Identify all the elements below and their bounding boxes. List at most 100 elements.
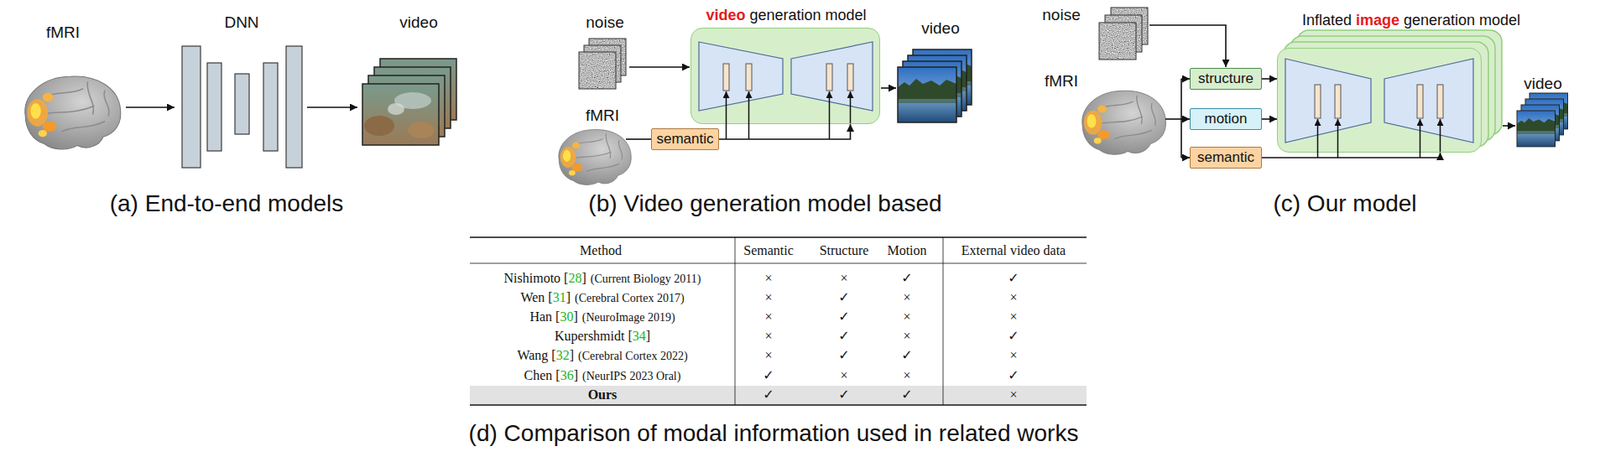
table-mark: × [902, 308, 911, 326]
input-label: noise [1042, 5, 1080, 25]
arrow [125, 106, 175, 109]
table-mark: × [902, 328, 911, 345]
table-header: Motion [886, 242, 927, 260]
reference-number: 28 [568, 271, 582, 286]
reference-number: 36 [560, 368, 574, 383]
box-label: semantic [1197, 149, 1255, 167]
table-mark: × [764, 328, 772, 345]
arrow [625, 138, 652, 141]
box-label: motion [1203, 110, 1247, 128]
table-mark: ✓ [838, 386, 850, 404]
box-label: structure [1198, 70, 1254, 88]
attention-layer [1437, 84, 1444, 119]
brain-a [25, 76, 121, 150]
condition-arrow [1439, 119, 1442, 152]
brain-a [25, 76, 121, 150]
condition-arrow [1337, 119, 1340, 158]
method-name: ] [569, 348, 574, 363]
table-mark: ✓ [901, 270, 913, 287]
output-label: video [399, 13, 438, 32]
method-name: Wen [ [520, 290, 553, 305]
method-cell: Ours [469, 385, 735, 405]
method-name: Nishimoto [ [504, 271, 569, 286]
subfigure-caption: (b) Video generation model based [588, 190, 942, 218]
venue: (Current Biology 2011) [590, 272, 702, 286]
unet-trapezoid [698, 41, 1474, 143]
method-name: Kupershmidt [ [554, 328, 633, 344]
arrow [1502, 125, 1516, 127]
input-label: fMRI [1044, 72, 1079, 91]
arrow [1149, 25, 1516, 158]
network-label: DNN [224, 13, 259, 32]
title-word: video [705, 6, 746, 24]
connector [719, 124, 851, 140]
connector [1261, 78, 1277, 80]
title-word: Inflated [1302, 11, 1352, 29]
condition-arrow [748, 91, 751, 140]
condition-arrow [726, 91, 1441, 158]
video-stack-c [1516, 93, 1569, 147]
arrow [1181, 118, 1190, 120]
table-mark: × [1009, 386, 1017, 404]
video-stack-a [362, 83, 439, 146]
attention-layer [1417, 84, 1423, 119]
method-name: ] [566, 290, 571, 305]
table-mark: ✓ [838, 308, 850, 326]
attention-layer [847, 63, 854, 91]
input-label: fMRI [46, 23, 80, 42]
table-mark: ✓ [838, 347, 850, 365]
subfigure-caption: (d) Comparison of modal information used… [469, 420, 1079, 448]
reference-number: 30 [559, 309, 574, 324]
venue: (Cerebral Cortex 2017) [574, 291, 685, 305]
venue: (NeuroImage 2019) [582, 311, 676, 324]
dnn-layers [207, 62, 222, 152]
title-word: generation model [749, 6, 866, 24]
connector [1261, 152, 1441, 158]
method-cell: Han [30](NeuroImage 2019) [469, 307, 735, 327]
unet-trapezoid [791, 41, 873, 111]
method-cell: Nishimoto [28](Current Biology 2011) [469, 269, 735, 288]
video-stack-b [897, 67, 957, 123]
method-name: Chen [ [524, 368, 561, 383]
table-mark: × [1009, 347, 1017, 365]
attention-layer [723, 63, 1444, 119]
attention-layer [723, 63, 730, 91]
table-header: Semantic [743, 242, 794, 260]
arrow [880, 87, 897, 89]
arrow [307, 106, 358, 109]
table-lines [734, 237, 736, 406]
noise-stack-b [578, 52, 616, 89]
table-header: External video data [961, 242, 1066, 260]
video-stack-c [1516, 110, 1556, 147]
input-box: semantic [1189, 146, 1262, 169]
table-mark: × [1009, 308, 1017, 326]
brain-b [558, 130, 631, 186]
brain-b [558, 130, 631, 186]
subfigure-caption: (a) End-to-end models [109, 190, 344, 218]
table-lines [469, 236, 1087, 239]
attention-layer [1334, 84, 1341, 119]
subfigure-caption: (c) Our model [1272, 190, 1417, 218]
condition-arrow [1419, 119, 1422, 158]
arrow [629, 66, 690, 68]
dnn-layers [286, 46, 303, 168]
brain-c [1082, 90, 1167, 155]
venue: (Cerebral Cortex 2022) [578, 349, 688, 363]
table-mark: × [764, 308, 772, 326]
table-lines [469, 237, 1087, 406]
table-mark: × [764, 289, 772, 307]
video-stack-b [897, 49, 972, 123]
box-label: semantic [656, 130, 714, 148]
table-lines [469, 385, 1087, 405]
method-name: ] [573, 309, 578, 324]
attention-layer [745, 63, 752, 91]
table-mark: × [764, 270, 772, 287]
noise-stack-c [1099, 7, 1148, 60]
condition-arrow [1317, 119, 1319, 158]
table-mark: ✓ [901, 386, 913, 404]
table-mark: ✓ [1007, 367, 1019, 385]
method-cell: Kupershmidt [34] [469, 327, 735, 346]
method-cell: Wang [32](Cerebral Cortex 2022) [469, 346, 735, 365]
arrow [1149, 25, 1226, 68]
